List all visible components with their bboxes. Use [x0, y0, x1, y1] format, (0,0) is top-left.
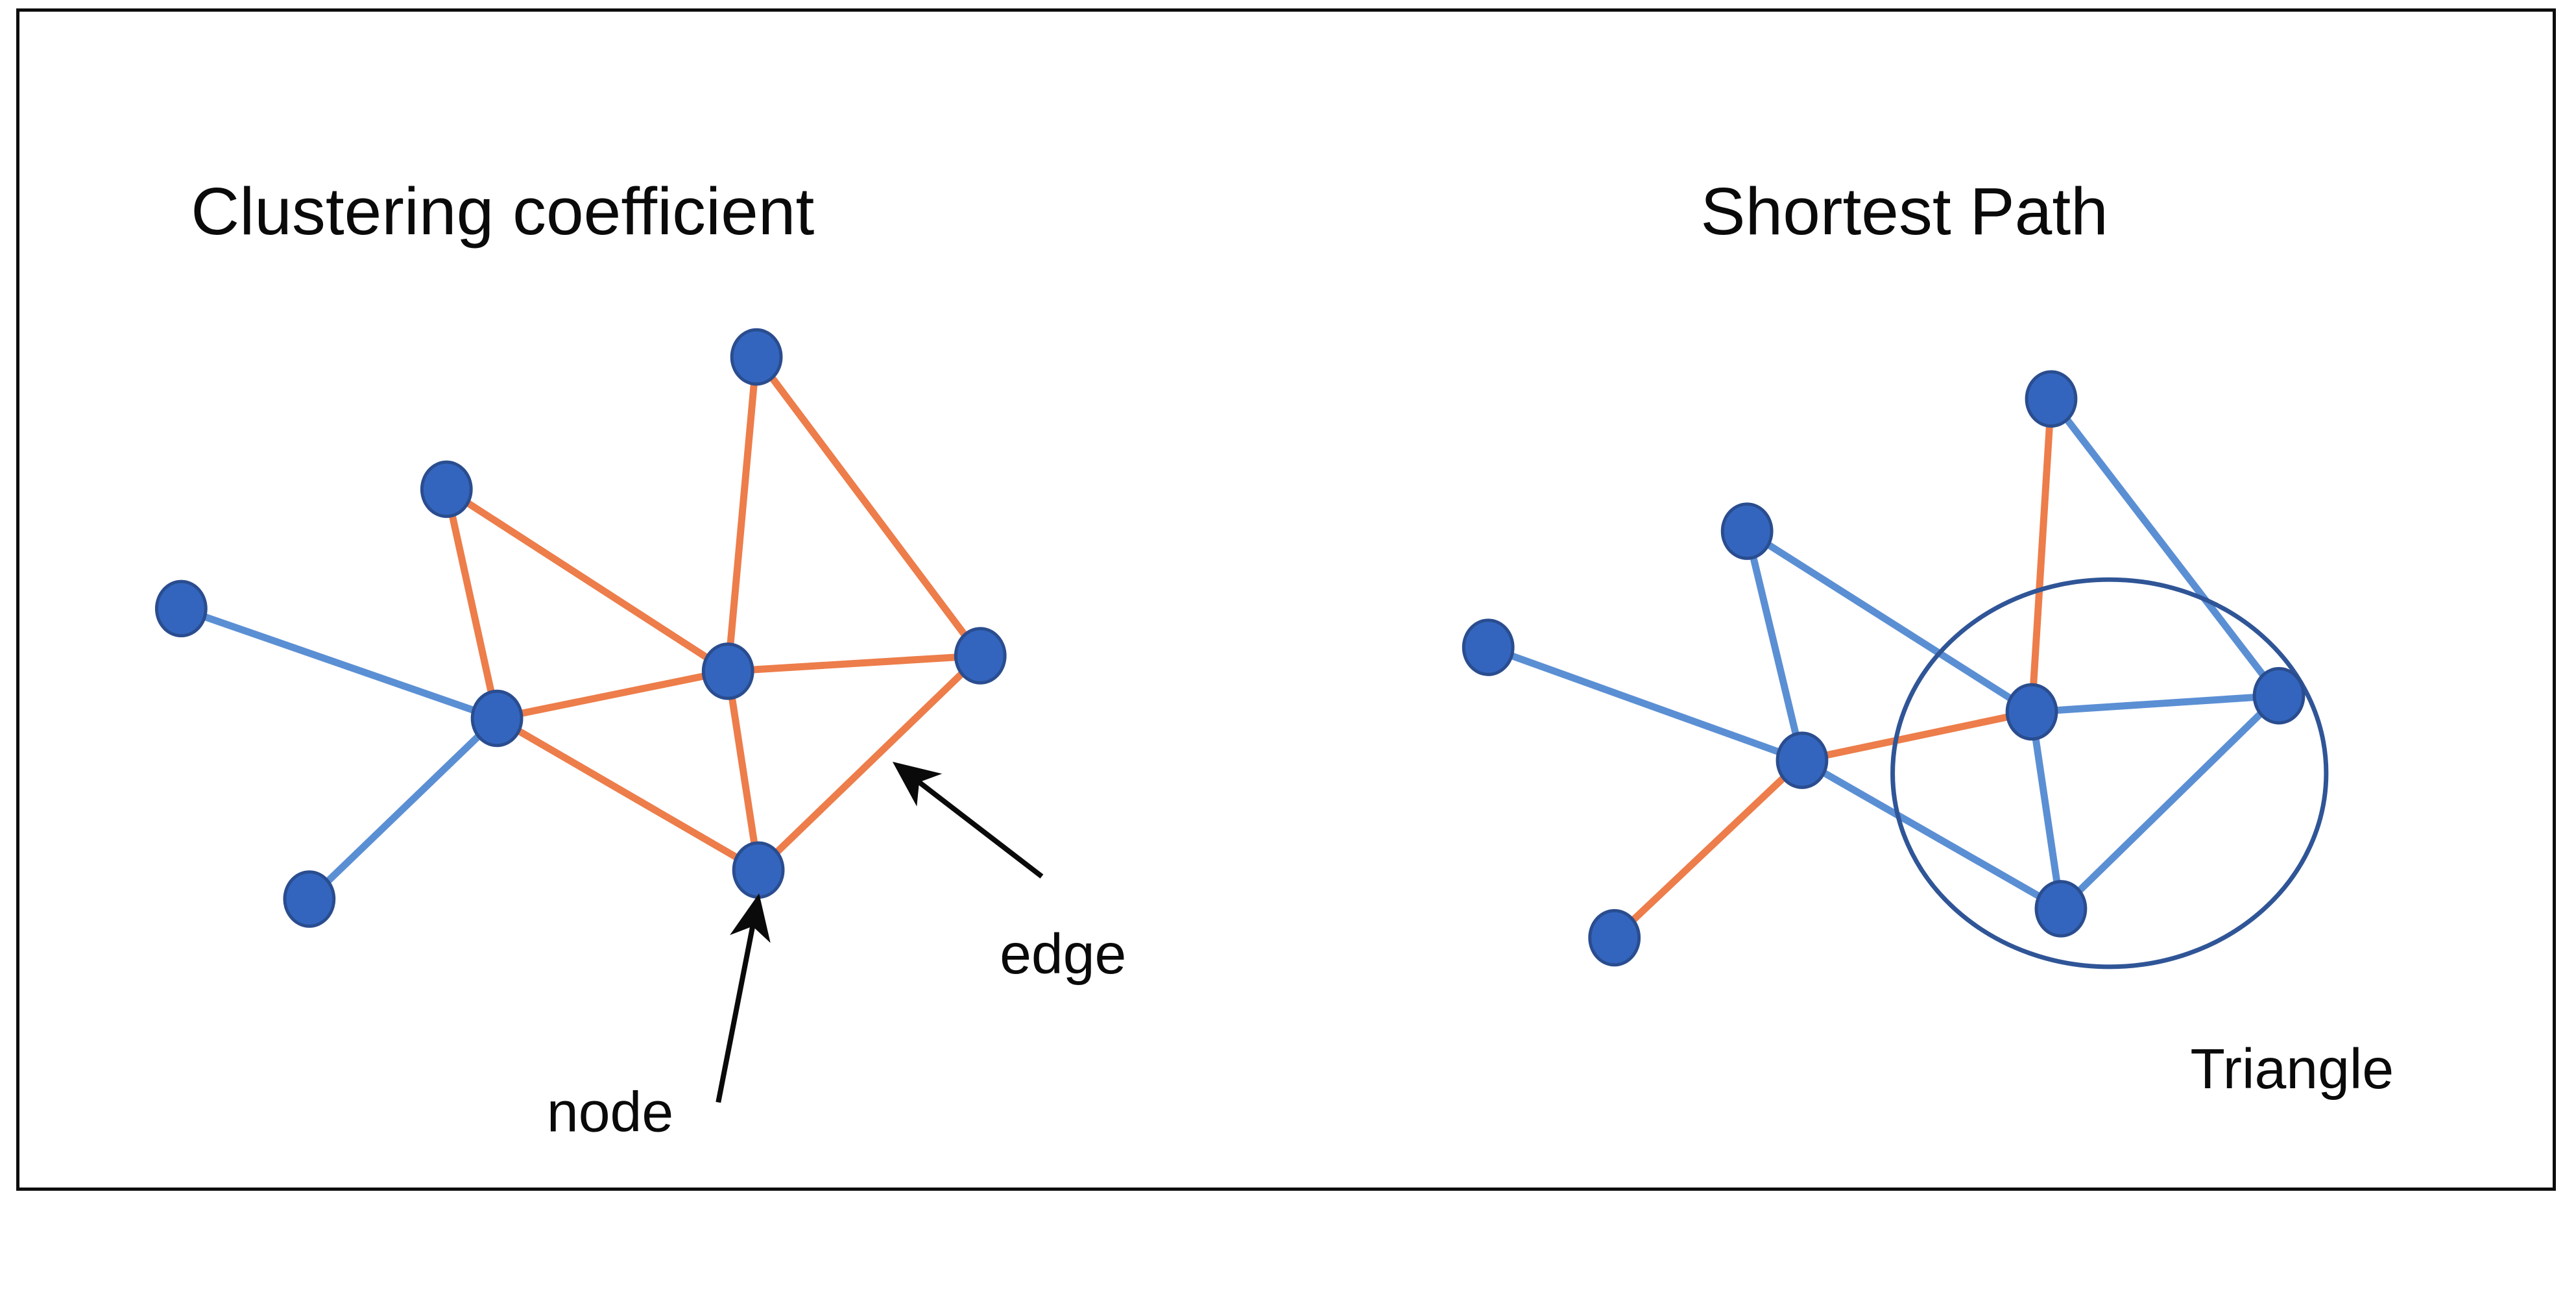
edge-m1-m4 — [1743, 528, 2036, 716]
graph-node — [2025, 370, 2078, 428]
graph-node — [2252, 666, 2305, 725]
left-graph-edges — [177, 353, 984, 903]
edge-n0-n4 — [724, 353, 760, 675]
edge-annotation: edge — [892, 761, 1126, 986]
edge-n2-n3 — [177, 605, 501, 722]
graph-node — [1720, 502, 1774, 560]
triangle-annotation-label: Triangle — [2190, 1037, 2394, 1101]
graph-node — [954, 627, 1007, 685]
edge-n1-n3 — [442, 485, 501, 722]
graph-node — [283, 870, 336, 928]
graph-node — [732, 841, 785, 899]
left-panel-group: Clustering coefficient — [154, 173, 1126, 1144]
right-graph-nodes — [1462, 370, 2305, 967]
edge-m0-m5 — [2047, 395, 2283, 700]
graph-node — [2005, 683, 2058, 741]
graph-node — [2034, 880, 2088, 938]
edge-pointer-arrow — [892, 761, 1044, 879]
node-annotation: node — [547, 893, 771, 1144]
graph-node — [154, 579, 208, 638]
graph-node — [701, 642, 754, 700]
edge-n4-n7 — [724, 667, 762, 874]
edge-m2-m3 — [1484, 644, 1806, 764]
edge-m0-m4 — [2028, 395, 2055, 716]
triangle-highlight-ellipse — [1890, 577, 2329, 969]
edge-annotation-label: edge — [1000, 922, 1126, 986]
edge-m3-m7 — [1798, 757, 2065, 912]
graph-node — [1776, 731, 1829, 789]
graph-node — [1588, 908, 1641, 967]
left-panel-title: Clustering coefficient — [191, 173, 814, 249]
edge-n0-n5 — [752, 353, 984, 659]
edge-n4-n5 — [724, 652, 984, 675]
edge-n5-n7 — [754, 652, 984, 874]
edge-m3-m6 — [1611, 757, 1806, 942]
edge-m3-m4 — [1798, 708, 2036, 764]
graph-node — [730, 328, 783, 386]
edge-m4-m7 — [2028, 708, 2065, 912]
edge-m4-m5 — [2028, 692, 2283, 716]
edge-m5-m7 — [2057, 692, 2283, 912]
left-graph-nodes — [154, 328, 1007, 928]
network-diagram-canvas: Clustering coefficient — [154, 173, 2394, 1144]
figure-frame: Clustering coefficient — [16, 8, 2556, 1191]
edge-n1-n4 — [442, 485, 732, 675]
right-panel-title: Shortest Path — [1700, 173, 2108, 249]
edge-m1-m3 — [1743, 528, 1806, 764]
right-graph-edges — [1484, 395, 2283, 942]
node-pointer-arrow — [716, 893, 771, 1103]
edge-n3-n6 — [306, 714, 501, 903]
edge-n3-n4 — [493, 667, 732, 722]
graph-node — [470, 689, 524, 748]
graph-node — [1462, 618, 1515, 676]
right-panel-group: Shortest Path — [1462, 173, 2394, 1101]
edge-n3-n7 — [493, 714, 762, 874]
node-annotation-label: node — [547, 1080, 673, 1144]
graph-node — [420, 460, 473, 518]
